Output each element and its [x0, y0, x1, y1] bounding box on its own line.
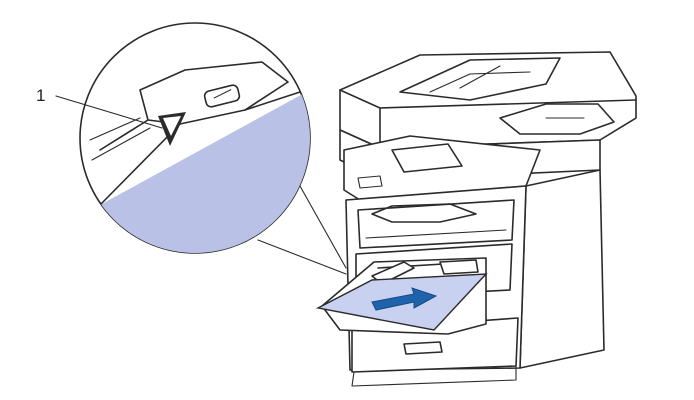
printer: [315, 51, 637, 387]
mp-tray-guide-right: [439, 259, 479, 275]
adf-input-tray: [399, 57, 561, 101]
touchscreen: [391, 143, 463, 173]
adf-output-tray: [499, 103, 615, 135]
zoom-connector-line-upper: [299, 185, 347, 269]
zoom-guide-handle: [203, 84, 241, 108]
insert-direction-arrow: [371, 287, 438, 311]
main-body-side: [519, 169, 605, 369]
callout-leader-line: [55, 95, 163, 129]
zoom-guide-top: [139, 61, 289, 125]
zoom-connector-line-lower: [257, 239, 347, 275]
zoom-callout: [79, 22, 311, 254]
callout-number-1: 1: [36, 86, 46, 105]
